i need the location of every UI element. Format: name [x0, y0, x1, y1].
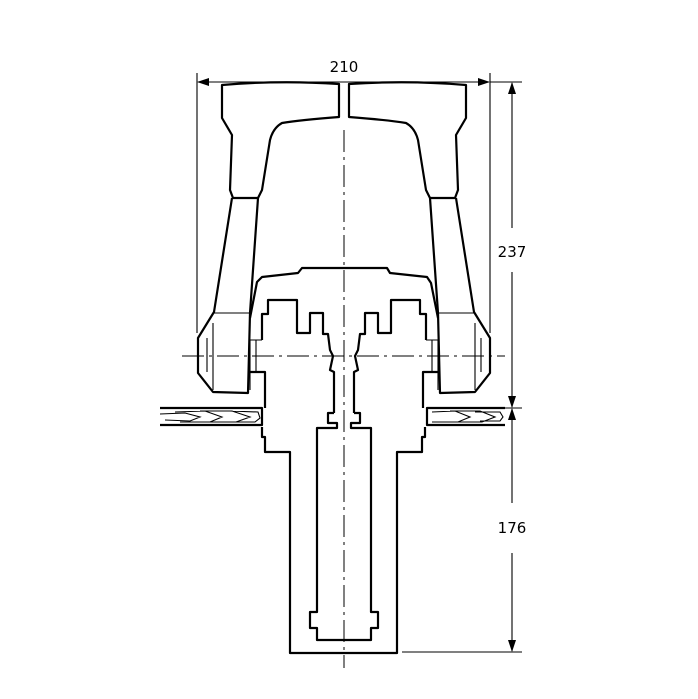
width-dimension: 210	[196, 58, 491, 333]
height-dimensions: 237 176	[402, 81, 527, 653]
upper-height-label: 237	[498, 243, 527, 261]
winch-base	[260, 411, 427, 655]
left-handle	[196, 81, 341, 395]
deck-panel	[159, 406, 505, 427]
lower-height-label: 176	[498, 519, 527, 537]
right-handle	[347, 81, 492, 395]
winch-drum	[248, 266, 440, 413]
width-dimension-label: 210	[330, 58, 359, 76]
